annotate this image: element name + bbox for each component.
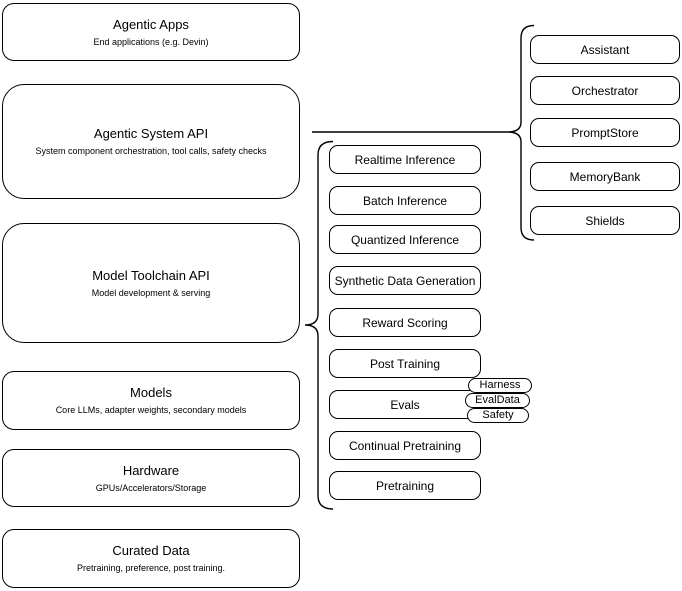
evals-tag-safety[interactable]: Safety [467, 408, 529, 423]
node-label: Quantized Inference [350, 232, 460, 247]
node-title: Model Toolchain API [92, 267, 210, 283]
node-title: Hardware [122, 462, 180, 478]
node-subtitle: GPUs/Accelerators/Storage [95, 482, 207, 493]
node-label: Post Training [369, 356, 441, 371]
node-label: Continual Pretraining [348, 438, 462, 453]
tag-label: Harness [479, 379, 521, 391]
node-subtitle: Model development & serving [91, 287, 211, 298]
node-label: Synthetic Data Generation [334, 273, 476, 288]
node-label: PromptStore [571, 125, 639, 140]
toolchain-item-batch-inference[interactable]: Batch Inference [329, 186, 481, 215]
node-label: Pretraining [375, 478, 435, 493]
node-label: Orchestrator [571, 83, 639, 98]
node-label: Assistant [580, 42, 630, 57]
node-label: Realtime Inference [354, 152, 456, 167]
toolchain-item-reward-scoring[interactable]: Reward Scoring [329, 308, 481, 337]
node-subtitle: Core LLMs, adapter weights, secondary mo… [55, 405, 247, 415]
tag-label: Safety [482, 409, 514, 421]
system-item-memorybank[interactable]: MemoryBank [530, 162, 680, 191]
evals-tag-harness[interactable]: Harness [468, 378, 532, 393]
toolchain-item-post-training[interactable]: Post Training [329, 349, 481, 378]
node-curated-data[interactable]: Curated Data Pretraining, preference, po… [2, 529, 300, 588]
node-model-toolchain-api[interactable]: Model Toolchain API Model development & … [2, 223, 300, 343]
node-label: Reward Scoring [362, 315, 448, 330]
node-label: MemoryBank [569, 169, 641, 184]
node-title: Agentic Apps [113, 16, 189, 32]
node-label: Batch Inference [362, 193, 448, 208]
toolchain-item-continual-pretraining[interactable]: Continual Pretraining [329, 431, 481, 460]
node-agentic-system-api[interactable]: Agentic System API System component orch… [2, 84, 300, 199]
node-agentic-apps[interactable]: Agentic Apps End applications (e.g. Devi… [2, 3, 300, 61]
node-subtitle: End applications (e.g. Devin) [93, 36, 209, 47]
system-item-assistant[interactable]: Assistant [530, 35, 680, 64]
node-models[interactable]: Models Core LLMs, adapter weights, secon… [2, 371, 300, 430]
toolchain-item-evals[interactable]: Evals [329, 390, 481, 419]
node-title: Models [130, 385, 172, 400]
node-label: Evals [390, 397, 420, 412]
node-title: Curated Data [112, 543, 190, 558]
system-item-promptstore[interactable]: PromptStore [530, 118, 680, 147]
node-label: Shields [585, 213, 625, 228]
node-title: Agentic System API [93, 126, 209, 141]
system-item-shields[interactable]: Shields [530, 206, 680, 235]
toolchain-item-synthetic-data-generation[interactable]: Synthetic Data Generation [329, 266, 481, 295]
system-item-orchestrator[interactable]: Orchestrator [530, 76, 680, 105]
toolchain-item-realtime-inference[interactable]: Realtime Inference [329, 145, 481, 174]
evals-tag-evaldata[interactable]: EvalData [465, 393, 530, 408]
toolchain-item-quantized-inference[interactable]: Quantized Inference [329, 225, 481, 254]
tag-label: EvalData [475, 394, 520, 406]
node-subtitle: System component orchestration, tool cal… [35, 146, 267, 156]
node-hardware[interactable]: Hardware GPUs/Accelerators/Storage [2, 449, 300, 507]
toolchain-item-pretraining[interactable]: Pretraining [329, 471, 481, 500]
node-subtitle: Pretraining, preference, post training. [76, 563, 226, 573]
